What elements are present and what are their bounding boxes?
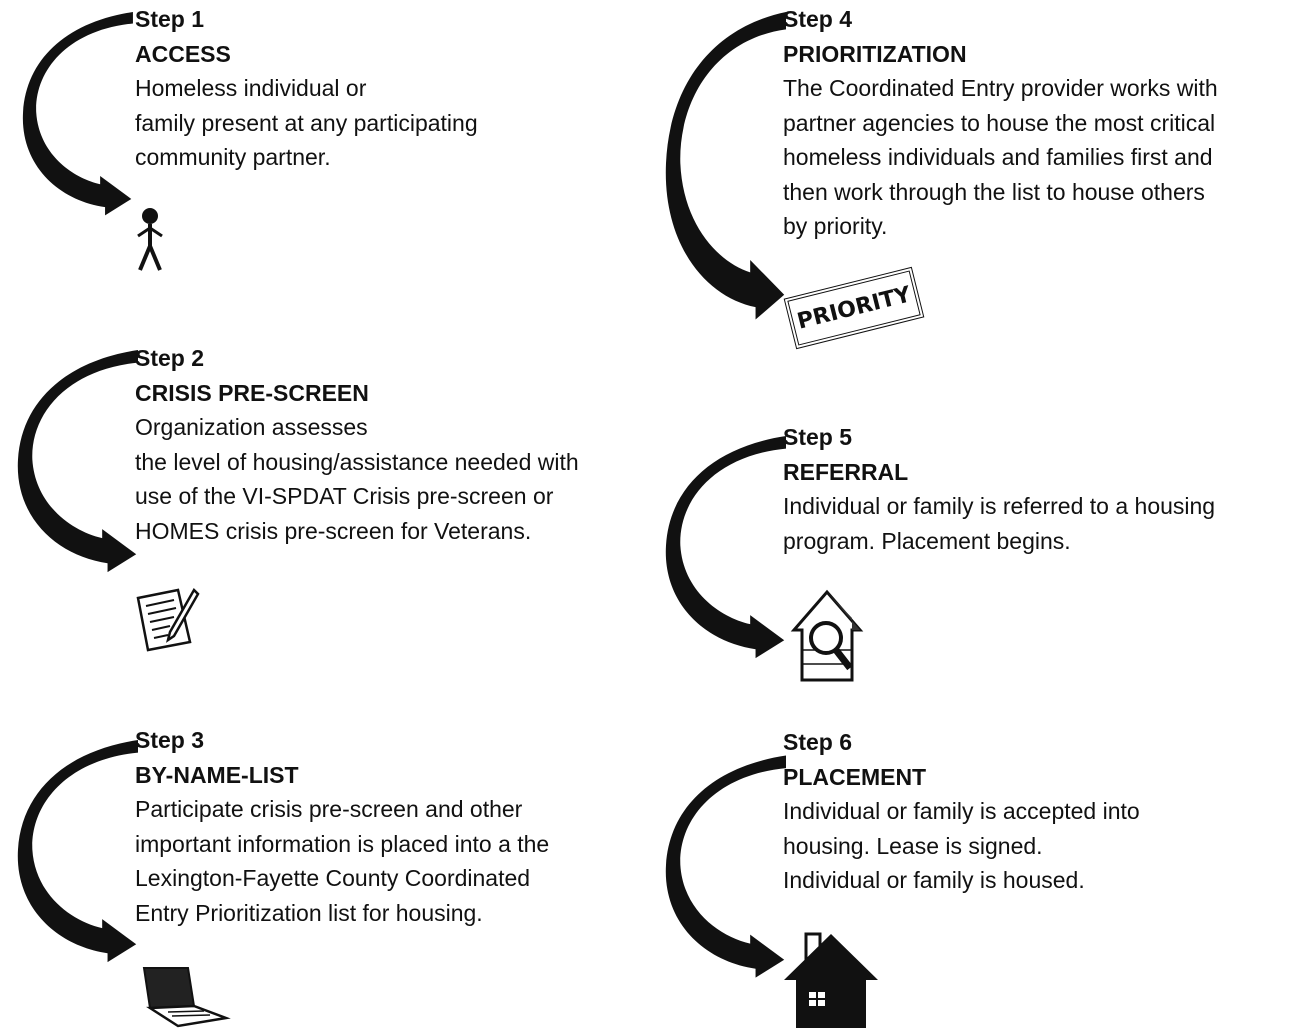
step-title: REFERRAL	[783, 458, 909, 485]
step-title: CRISIS PRE-SCREEN	[135, 379, 369, 406]
step-3-text: Step 3 BY-NAME-LIST Participate crisis p…	[135, 723, 549, 930]
step-description-line: Participate crisis pre-screen and other	[135, 796, 523, 822]
step-number: Step 6	[783, 729, 853, 755]
step-4-text: Step 4 PRIORITIZATION The Coordinated En…	[783, 2, 1218, 244]
laptop-icon	[142, 967, 231, 1028]
step-description-line: The Coordinated Entry provider works wit…	[783, 75, 1218, 101]
curved-arrow-step-4	[665, 12, 786, 320]
step-description-line: Lexington-Fayette County Coordinated	[135, 865, 531, 891]
house-magnifier-icon	[790, 589, 864, 682]
step-title: BY-NAME-LIST	[135, 761, 299, 788]
step-description-line: HOMES crisis pre-screen for Veterans.	[135, 517, 532, 544]
step-number: Step 3	[135, 727, 205, 753]
step-number: Step 1	[135, 6, 205, 32]
person-icon	[137, 208, 163, 271]
step-description-line: Entry Prioritization list for housing.	[135, 899, 483, 926]
step-6-text: Step 6 PLACEMENT Individual or family is…	[783, 725, 1140, 898]
step-description-line: Individual or family is accepted into	[783, 798, 1140, 824]
curved-arrow-step-1	[22, 12, 133, 216]
document-pencil-icon	[136, 587, 200, 652]
step-description-line: Individual or family is referred to a ho…	[783, 493, 1216, 519]
priority-stamp-icon: PRIORITY	[783, 266, 925, 350]
step-description-line: then work through the list to house othe…	[783, 178, 1205, 205]
step-description-line: the level of housing/assistance needed w…	[135, 448, 579, 475]
step-description-line: partner agencies to house the most criti…	[783, 109, 1216, 136]
step-1-text: Step 1 ACCESS Homeless individual or fam…	[135, 2, 478, 175]
curved-arrow-step-6	[665, 755, 786, 978]
curved-arrow-step-3	[17, 740, 139, 963]
stamp-label: PRIORITY	[794, 281, 914, 335]
step-title: ACCESS	[135, 40, 231, 67]
curved-arrow-step-2	[17, 350, 139, 573]
step-5-text: Step 5 REFERRAL Individual or family is …	[783, 420, 1215, 558]
step-description-line: Organization assesses	[135, 414, 368, 440]
step-description-line: by priority.	[783, 213, 888, 239]
step-description-line: use of the VI-SPDAT Crisis pre-screen or	[135, 483, 554, 509]
curved-arrow-step-5	[665, 436, 786, 659]
step-description-line: family present at any participating	[135, 109, 478, 136]
step-description-line: housing. Lease is signed.	[783, 832, 1043, 859]
step-number: Step 5	[783, 424, 853, 450]
step-description-line: Homeless individual or	[135, 75, 367, 101]
step-number: Step 4	[783, 6, 853, 32]
step-number: Step 2	[135, 345, 205, 371]
step-description-line: homeless individuals and families first …	[783, 144, 1213, 170]
step-2-text: Step 2 CRISIS PRE-SCREEN Organization as…	[135, 341, 579, 548]
step-title: PLACEMENT	[783, 763, 927, 790]
step-description-line: community partner.	[135, 144, 331, 170]
house-icon	[784, 932, 878, 1028]
step-description-line: Individual or family is housed.	[783, 867, 1085, 893]
step-title: PRIORITIZATION	[783, 40, 967, 67]
step-description-line: important information is placed into a t…	[135, 830, 550, 857]
step-description-line: program. Placement begins.	[783, 527, 1071, 554]
